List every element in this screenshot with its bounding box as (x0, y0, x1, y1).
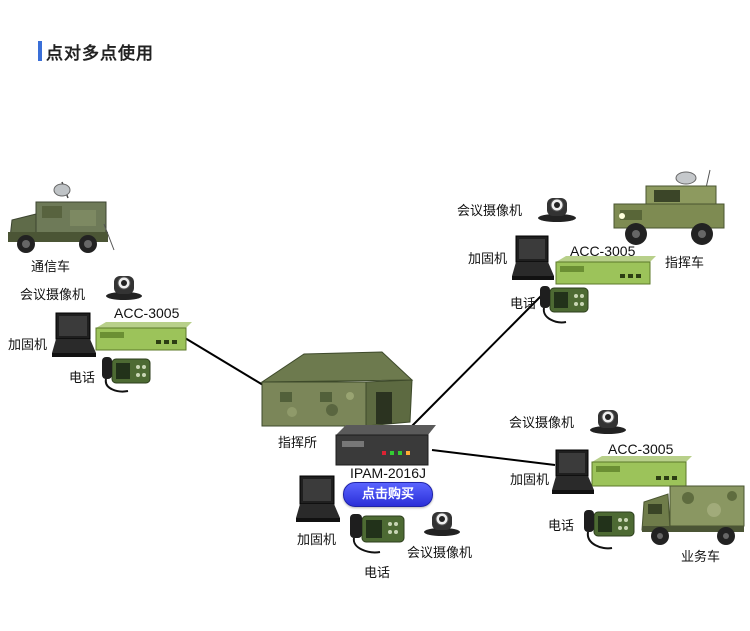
hub-phone-label: 电话 (364, 566, 391, 581)
hub-field-phone-image (350, 514, 405, 554)
link-bottom-right (431, 449, 556, 466)
bottom-right-camera-label: 会议摄像机 (509, 416, 575, 431)
service-truck-image (641, 485, 745, 545)
bottom-right-device-model: ACC-3005 (608, 441, 674, 457)
page-title: 点对多点使用 (46, 44, 154, 64)
bottom-right-vehicle-label: 业务车 (681, 550, 721, 565)
left-vehicle-label: 通信车 (31, 260, 71, 275)
command-post-label: 指挥所 (278, 436, 318, 451)
hub-laptop-label: 加固机 (297, 533, 337, 548)
command-tent-image (260, 351, 414, 427)
link-top-right (409, 291, 546, 429)
bottom-right-phone-label: 电话 (548, 519, 575, 534)
top-right-vehicle-label: 指挥车 (665, 256, 705, 271)
ipam-device-image (335, 425, 436, 466)
left-phone-label: 电话 (69, 371, 96, 386)
bottom-right-conference-camera-image (590, 410, 626, 434)
top-right-laptop-image (512, 235, 554, 280)
communication-vehicle-image (8, 181, 115, 253)
bottom-right-laptop-label: 加固机 (510, 473, 550, 488)
command-vehicle-image (613, 169, 725, 245)
top-right-acc-device-image (555, 256, 656, 285)
bottom-right-field-phone-image (584, 510, 635, 550)
top-right-camera-label: 会议摄像机 (457, 204, 523, 219)
bottom-right-acc-device-image (591, 456, 692, 487)
left-laptop-image (52, 312, 96, 357)
left-field-phone-image (102, 357, 151, 393)
left-laptop-label: 加固机 (8, 338, 48, 353)
left-conference-camera-image (106, 276, 142, 300)
top-right-phone-label: 电话 (510, 297, 537, 312)
hub-device-model: IPAM-2016J (350, 465, 426, 481)
hub-camera-label: 会议摄像机 (407, 546, 473, 561)
buy-button[interactable]: 点击购买 (343, 482, 433, 507)
link-left (179, 334, 269, 389)
top-right-conference-camera-image (538, 198, 576, 222)
top-right-device-model: ACC-3005 (570, 243, 636, 259)
hub-conference-camera-image (424, 512, 460, 536)
hub-laptop-image (296, 475, 340, 522)
title-accent-bar (38, 41, 42, 61)
top-right-laptop-label: 加固机 (468, 252, 508, 267)
bottom-right-laptop-image (552, 449, 594, 494)
left-camera-label: 会议摄像机 (20, 288, 86, 303)
top-right-field-phone-image (540, 286, 589, 324)
left-acc-device-image (95, 322, 192, 351)
left-device-model: ACC-3005 (114, 305, 180, 321)
